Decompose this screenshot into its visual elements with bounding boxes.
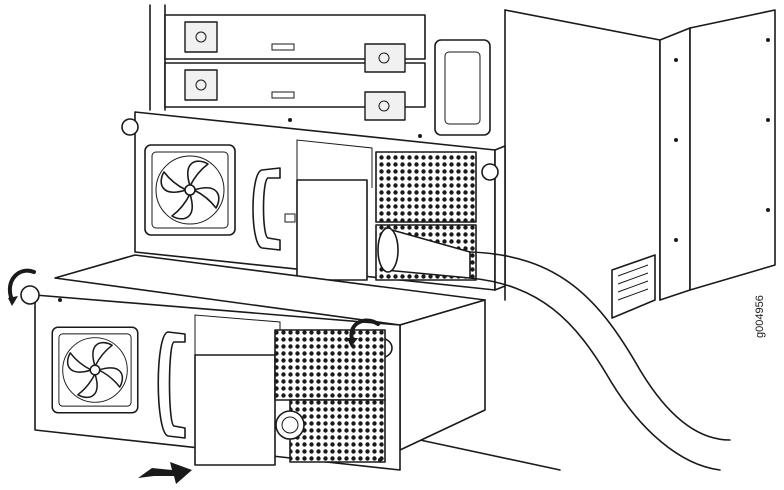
card-latch-left-2: [184, 69, 218, 101]
fan-icon: [144, 144, 236, 236]
insertion-arrow-icon: [138, 462, 192, 484]
front-label-plate: [194, 354, 276, 466]
power-inlet: [275, 410, 305, 440]
front-grille-upper: [274, 329, 386, 401]
rotation-arrow-icon-right: [347, 318, 380, 347]
card-latch-right: [364, 43, 406, 73]
fan-icon-front: [51, 326, 139, 414]
thumbscrew-front-left: [20, 285, 40, 305]
thumbscrew-left: [121, 118, 139, 136]
figure-id: g004956: [754, 295, 766, 338]
power-cord: [377, 227, 731, 471]
psu-side-face: [399, 299, 486, 451]
card-ejector-handle: [434, 39, 491, 136]
front-handle: [157, 331, 186, 439]
front-grille-lower: [289, 399, 386, 463]
label-plate: [296, 179, 368, 281]
rotation-arrow-icon: [8, 268, 36, 306]
ventilation-grille-icon: [375, 151, 477, 223]
card-slots: [149, 4, 491, 136]
thumbscrew-right: [481, 163, 499, 181]
card-latch-right-2: [364, 91, 406, 121]
inserting-power-supply: [20, 254, 486, 471]
handle: [252, 167, 281, 251]
card-latch-left: [184, 21, 218, 53]
